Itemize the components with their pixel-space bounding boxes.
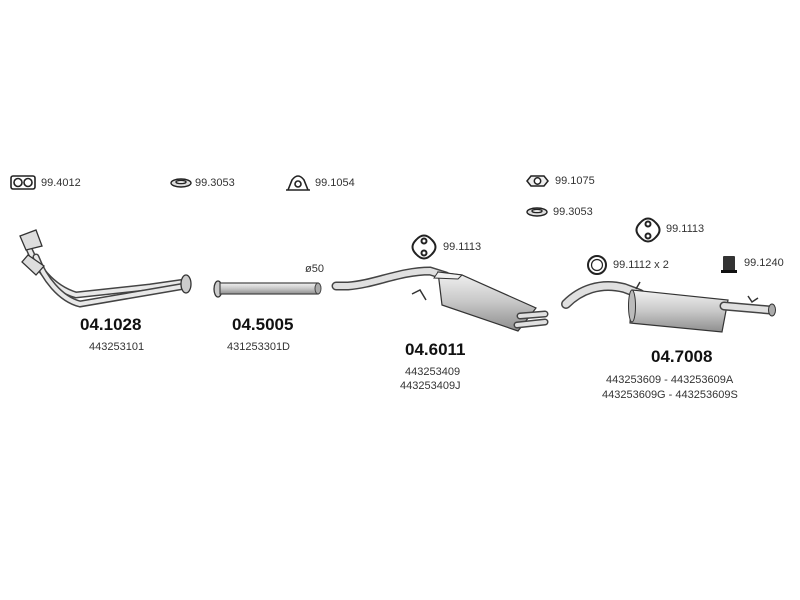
part-number-04-7008: 04.7008 [651,347,713,366]
rubber-hanger-icon-1075 [526,175,549,187]
accessory-label-99-3053-b: 99.3053 [553,206,593,218]
accessory-label-99-1075: 99.1075 [555,175,595,187]
part-number-04-1028: 04.1028 [80,315,142,334]
intermediate-pipe-04-5005 [213,280,322,298]
accessory-label-99-1113-right: 99.1113 [666,223,705,235]
middle-silencer-04-6011 [331,266,549,332]
oem-number: 443253609 - 443253609A [606,374,734,386]
rubber-mount-icon-1113-left [411,234,437,260]
rear-silencer-04-7008 [561,280,776,333]
flat-ring-gasket-icon-2 [526,207,548,217]
accessory-label-99-1112: 99.1112 x 2 [613,259,669,271]
part-number-04-6011: 04.6011 [405,340,466,359]
rubber-block-icon-1240 [721,256,737,273]
oem-number: 443253101 [89,341,145,353]
flat-ring-gasket-icon [170,178,192,188]
double-ring-gasket-icon [10,175,36,190]
accessory-label-99-3053: 99.3053 [195,177,235,189]
part-number-04-5005: 04.5005 [232,315,294,334]
oem-number: 443253409 [405,366,461,378]
ring-gasket-icon-1112 [587,255,607,275]
accessory-label-99-1113-left: 99.1113 [443,241,482,253]
oem-number: 431253301D [227,341,291,353]
rubber-mount-icon-1113-right [635,217,661,243]
oem-number: 443253609G - 443253609S [602,389,738,401]
pipe-diameter-label: ø50 [305,263,324,275]
accessory-label-99-4012: 99.4012 [41,177,81,189]
accessory-label-99-1240: 99.1240 [744,257,784,269]
front-pipe-04-1028 [19,229,192,308]
pipe-clamp-icon [286,175,310,191]
accessory-label-99-1054: 99.1054 [315,177,355,189]
oem-number: 443253409J [400,380,461,392]
